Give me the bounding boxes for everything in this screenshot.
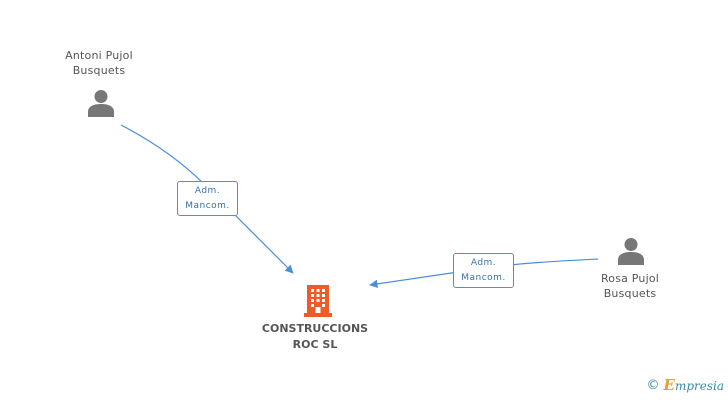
edge-label-antoni[interactable]: Adm. Mancom. (177, 181, 238, 216)
person-name-line1: Rosa Pujol (600, 272, 660, 285)
edge-label-line1: Adm. (194, 186, 221, 196)
edge-label-rosa[interactable]: Adm. Mancom. (453, 253, 514, 288)
brand-wordmark: Empresia (664, 376, 725, 394)
edge-label-line1: Adm. (470, 258, 497, 268)
building-icon[interactable] (302, 283, 334, 317)
company-name-line1: CONSTRUCCIONS (261, 322, 369, 335)
person-icon[interactable] (616, 236, 646, 266)
person-node-rosa[interactable]: Rosa Pujol Busquets (578, 271, 682, 301)
person-icon[interactable] (86, 88, 116, 118)
brand-name: mpresia (674, 379, 724, 393)
person-name-line2: Busquets (72, 64, 126, 77)
edge-label-line2: Mancom. (461, 273, 506, 283)
company-name-line2: ROC SL (292, 338, 338, 351)
brand-initial: E (663, 376, 675, 394)
company-node[interactable]: CONSTRUCCIONS ROC SL (250, 321, 380, 353)
empresia-logo: © Empresia (647, 376, 725, 394)
copyright-symbol: © (646, 377, 660, 393)
edge-label-line2: Mancom. (185, 201, 230, 211)
person-name-line1: Antoni Pujol (65, 49, 133, 62)
person-name-line2: Busquets (603, 287, 657, 300)
person-node-antoni[interactable]: Antoni Pujol Busquets (47, 48, 151, 78)
